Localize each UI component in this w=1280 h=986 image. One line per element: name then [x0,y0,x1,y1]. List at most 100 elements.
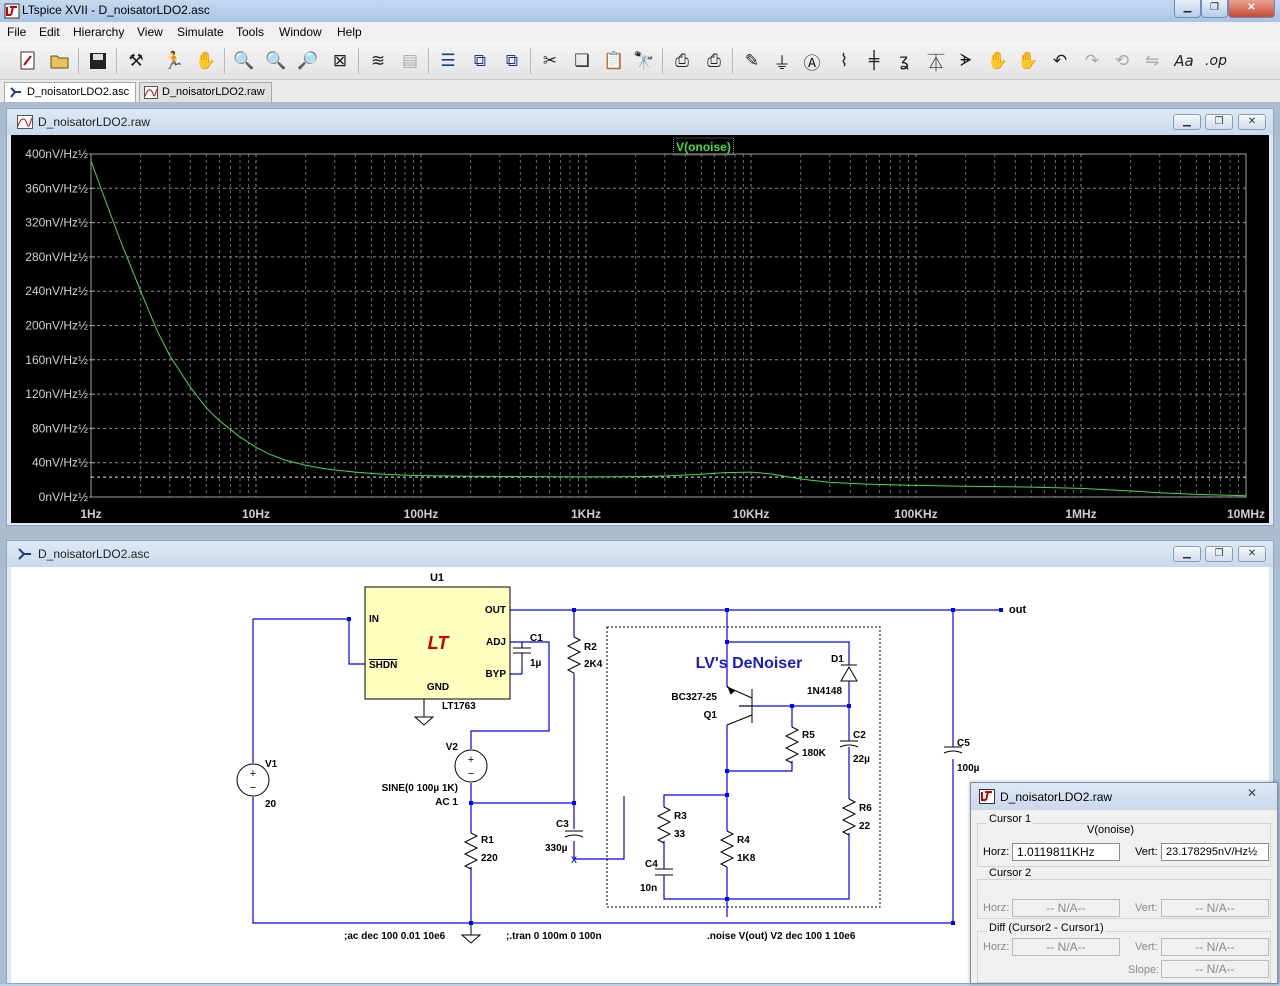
draw-wire-icon[interactable]: ✎ [744,51,760,71]
denoiser-box [606,626,881,908]
move-icon[interactable]: ✋ [987,51,1009,71]
r6-resistor[interactable] [841,798,857,836]
menu-help[interactable]: Help [337,25,362,39]
menu-simulate[interactable]: Simulate [177,25,224,39]
pin-shdn: SHDN [369,660,397,671]
c3-capacitor[interactable] [564,830,584,838]
v1-value: 20 [265,799,277,810]
inductor-icon[interactable]: ʓ [899,51,909,71]
c4-capacitor[interactable] [655,868,673,876]
u1-body[interactable] [364,586,511,700]
d1-diode[interactable] [840,664,858,682]
r5-resistor[interactable] [784,726,800,764]
schematic-minimize-button[interactable]: ▁ [1173,546,1201,562]
wires[interactable] [252,609,1001,924]
cursor-dialog-close-button[interactable]: ✕ [1246,786,1258,800]
r2-value: 2K4 [584,659,603,670]
menu-edit[interactable]: Edit [39,25,60,39]
cursor1-horz-field[interactable]: 1.0119811KHz [1012,843,1120,861]
tran-directive[interactable]: ;.tran 0 100m 0 100n [506,931,602,942]
c5-capacitor[interactable] [943,746,963,754]
x-tick-label: 100KHz [894,507,937,521]
noise-directive[interactable]: .noise V(out) V2 dec 100 1 10e6 [707,931,856,942]
label-net-icon[interactable]: Ⓐ [803,53,821,74]
c5-ref: C5 [957,738,970,749]
waveform-window-header: D_noisatorLDO2.raw ▁ ❐ ✕ [7,109,1273,135]
q1-transistor[interactable] [726,685,753,726]
r3-resistor[interactable] [656,806,672,844]
waveform-minimize-button[interactable]: ▁ [1173,114,1201,130]
cursor1-vert-field[interactable]: 23.178295nV/Hz½ [1161,843,1269,861]
trace-label-box [673,137,734,156]
tab-waveform[interactable]: D_noisatorLDO2.raw [139,82,272,102]
open-icon[interactable] [46,48,74,74]
c2-capacitor[interactable] [839,740,859,748]
noise-plot[interactable]: 400nV/Hz½360nV/Hz½320nV/Hz½280nV/Hz½240n… [11,135,1269,523]
r4-resistor[interactable] [719,830,735,868]
tile-vertical-icon[interactable]: ⧉ [473,51,487,71]
new-schematic-icon[interactable] [14,48,42,74]
waveform-close-button[interactable]: ✕ [1238,114,1266,130]
v1-source[interactable] [236,763,270,797]
component-icon[interactable]: ᗘ [959,51,973,71]
spice-directive-icon[interactable]: .op [1205,53,1227,69]
zoom-out-icon[interactable]: 🔎 [297,51,319,71]
halt-icon[interactable]: ✋ [195,51,217,71]
main-toolbar: ⚒ 🏃 ✋ 🔍 🔍 🔎 ⊠ ≋ ▤ ☰ ⧉ ⧉ ✂ ❏ 📋 🔭 ⎙ ⎙ ✎ ⏚ … [0,42,1280,80]
menu-view[interactable]: View [137,25,163,39]
print-preview-icon[interactable]: ⎙ [675,51,689,71]
resistor-icon[interactable]: ⌇ [839,51,849,71]
x-tick-label: 10KHz [733,507,770,521]
menu-window[interactable]: Window [279,25,322,39]
rotate-icon[interactable]: ⟲ [1114,51,1130,71]
mirror-icon[interactable]: ⇋ [1144,51,1160,71]
paste-icon[interactable]: 📋 [603,51,625,71]
v2-source[interactable] [454,749,488,783]
diode-icon[interactable]: ⏄ [927,53,945,74]
x-tick-label: 10Hz [242,507,270,521]
schematic-close-button[interactable]: ✕ [1238,546,1266,562]
find-icon[interactable]: 🔭 [633,51,655,71]
ac-directive[interactable]: ;ac dec 100 0.01 10e6 [344,931,446,942]
schematic-restore-button[interactable]: ❐ [1205,546,1233,562]
r1-resistor[interactable] [463,832,479,870]
u1-part: LT1763 [442,701,476,712]
text-icon[interactable]: Aa [1174,52,1194,70]
pan-icon[interactable]: 🔍 [265,51,287,71]
c1-capacitor[interactable] [513,647,531,666]
schematic-drawing[interactable]: U1 IN SHDN GND OUT ADJ BYP LT LT1763 + −… [11,567,1269,983]
close-button[interactable]: ✕ [1228,0,1275,18]
run-icon[interactable]: 🏃 [163,51,185,71]
ground-icon[interactable]: ⏚ [773,53,791,74]
capacitor-icon[interactable]: ╪ [868,51,880,71]
tab-schematic[interactable]: D_noisatorLDO2.asc [4,82,137,102]
r1-value: 220 [481,853,498,864]
save-icon[interactable] [84,48,112,74]
r2-resistor[interactable] [566,636,582,677]
cascade-icon[interactable]: ⧉ [505,51,519,71]
fft-icon[interactable]: ▤ [401,51,419,71]
out-net-label: out [1009,604,1026,616]
undo-icon[interactable]: ↶ [1052,51,1068,71]
menu-hierarchy[interactable]: Hierarchy [73,25,125,39]
waveform-restore-button[interactable]: ❐ [1205,114,1233,130]
drag-icon[interactable]: ✋ [1017,51,1039,71]
autorange-icon[interactable]: ≋ [370,51,386,71]
zoom-fit-icon[interactable]: ⊠ [332,51,348,71]
menu-tools[interactable]: Tools [236,25,265,39]
cut-icon[interactable]: ✂ [542,51,558,71]
copy-icon[interactable]: ❏ [574,51,590,71]
print-icon[interactable]: ⎙ [707,51,721,71]
maximize-button[interactable]: ❐ [1201,0,1228,18]
cursor1-vert-label: Vert: [1135,846,1158,858]
zoom-in-icon[interactable]: 🔍 [233,51,255,71]
menu-file[interactable]: File [7,25,27,39]
control-panel-icon[interactable]: ⚒ [128,51,144,71]
no-connect-marker: x [571,852,577,866]
minimize-button[interactable]: ▁ [1174,0,1201,18]
tile-horizontal-icon[interactable]: ☰ [440,51,456,71]
y-tick-label: 360nV/Hz½ [25,181,88,195]
redo-icon[interactable]: ↷ [1084,51,1100,71]
cursor-dialog-header: D_noisatorLDO2.raw ✕ [971,783,1277,810]
